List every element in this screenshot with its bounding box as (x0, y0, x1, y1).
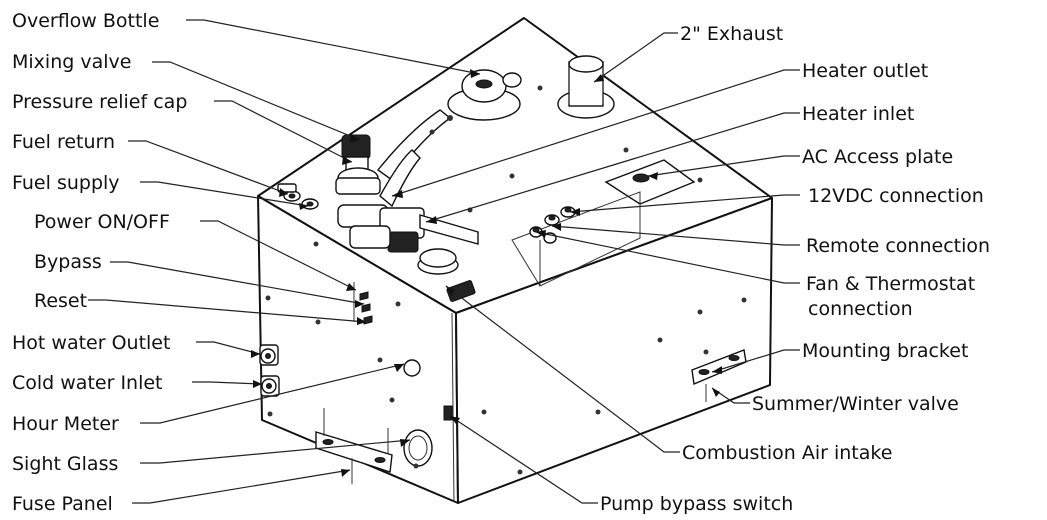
label-power-on-off: Power ON/OFF (34, 211, 170, 233)
label-combustion-air-intake: Combustion Air intake (682, 442, 892, 464)
label-fuel-supply: Fuel supply (12, 172, 120, 194)
label-reset: Reset (34, 290, 87, 312)
bypass-switch-icon (361, 303, 371, 313)
label-cold-water-inlet: Cold water Inlet (12, 372, 163, 394)
label-12vdc-connection: 12VDC connection (808, 185, 984, 207)
power-switch-icon (359, 291, 369, 301)
unit-front-corner (451, 312, 455, 503)
unit-right-face (455, 197, 773, 504)
label-fuel-return: Fuel return (12, 131, 115, 153)
top-components (277, 55, 703, 302)
label-ac-access-plate: AC Access plate (802, 146, 953, 168)
label-hot-water-outlet: Hot water Outlet (12, 332, 170, 354)
cold-water-inlet-port (260, 375, 280, 397)
left-screws (265, 241, 419, 469)
label-summer-winter-valve: Summer/Winter valve (752, 393, 959, 415)
right-screws (481, 297, 747, 475)
combustion-air-intake (417, 248, 476, 302)
label-fuse-panel: Fuse Panel (12, 493, 113, 515)
exhaust-pipe (557, 55, 615, 119)
right-labels: 2" Exhaust Heater outlet Heater inlet AC… (600, 23, 990, 515)
leader-lines (88, 19, 800, 504)
label-overflow-bottle: Overflow Bottle (12, 10, 159, 32)
label-mounting-bracket: Mounting bracket (802, 340, 968, 362)
label-exhaust: 2" Exhaust (680, 23, 783, 45)
label-heater-outlet: Heater outlet (802, 60, 928, 82)
label-pump-bypass-switch: Pump bypass switch (600, 493, 793, 515)
label-mixing-valve: Mixing valve (12, 51, 131, 73)
label-remote-connection: Remote connection (806, 235, 990, 257)
left-mounting-bracket (315, 408, 393, 484)
pump-bypass-switch-icon (443, 405, 453, 421)
hot-water-outlet-port (259, 344, 279, 366)
reset-switch-icon (363, 315, 373, 325)
label-bypass: Bypass (34, 251, 102, 273)
left-face-components (259, 241, 433, 484)
label-heater-inlet: Heater inlet (802, 103, 914, 125)
unit-body (257, 17, 773, 504)
mixing-valve (335, 109, 452, 208)
label-sight-glass: Sight Glass (12, 453, 118, 475)
left-labels: Overflow Bottle Mixing valve Pressure re… (12, 10, 187, 515)
label-pressure-relief-cap: Pressure relief cap (12, 91, 187, 113)
label-fan-thermostat-line2: connection (808, 298, 913, 320)
label-fan-thermostat-line1: Fan & Thermostat (806, 273, 975, 295)
label-hour-meter: Hour Meter (12, 413, 119, 435)
hour-meter-gauge (403, 359, 421, 377)
overflow-bottle (447, 69, 522, 121)
sight-glass-window (403, 429, 433, 467)
